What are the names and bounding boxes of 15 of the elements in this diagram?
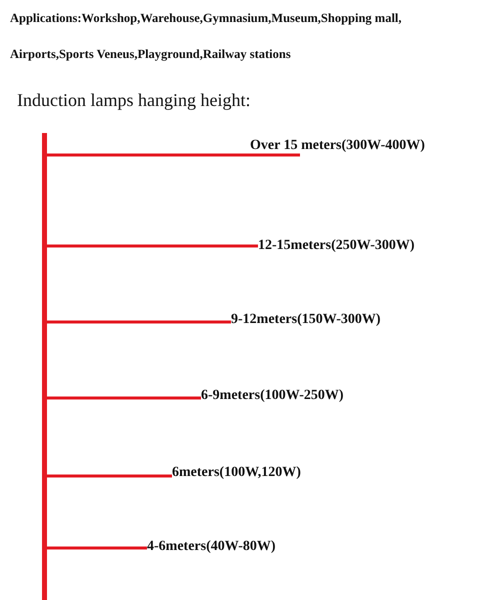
- height-label: 4-6meters(40W-80W): [147, 539, 276, 555]
- branch-line: [47, 474, 172, 478]
- branch-line: [47, 244, 258, 248]
- height-label: 6-9meters(100W-250W): [201, 388, 344, 404]
- applications-text: Applications:Workshop,Warehouse,Gymnasium,Museum,Shopping mall, Airports,Sports Veneus,Playground,Railway stations: [10, 10, 403, 63]
- branch-line: [47, 320, 231, 324]
- heading: Induction lamps hanging height:: [17, 90, 250, 110]
- height-label: 9-12meters(150W-300W): [231, 312, 381, 328]
- vertical-pole: [42, 133, 47, 600]
- branch-line: [47, 546, 147, 550]
- height-label: Over 15 meters(300W-400W): [250, 138, 425, 154]
- branch-line: [47, 396, 201, 400]
- height-label: 12-15meters(250W-300W): [258, 238, 415, 254]
- branch-line: [47, 154, 300, 156]
- height-label: 6meters(100W,120W): [172, 465, 301, 481]
